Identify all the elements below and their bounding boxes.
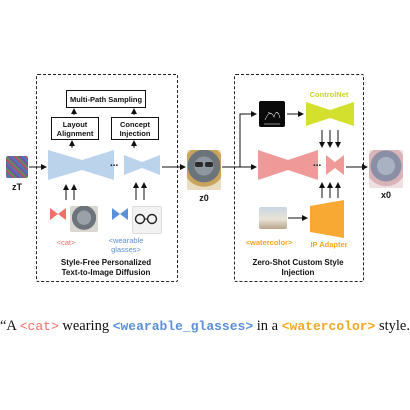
sunglasses-cat-image: [187, 150, 221, 190]
prompt-glasses-token: <wearable_glasses>: [112, 319, 254, 334]
unet-blue-small: [124, 155, 160, 175]
controlnet-label: ControlNet: [309, 90, 349, 99]
right-panel: [234, 74, 364, 282]
prompt-style-token: <watercolor>: [281, 319, 376, 334]
right-ellipsis: ...: [313, 158, 322, 169]
unet-red-small: [326, 155, 344, 175]
concept-injection-box: Concept Injection: [111, 117, 159, 140]
left-ellipsis: ...: [110, 158, 119, 169]
cat-token-label: <cat>: [56, 238, 76, 247]
sunglasses-icon: [195, 162, 213, 167]
z-0-label: z0: [199, 193, 209, 203]
glasses-icon: [134, 213, 158, 225]
layout-alignment-box: Layout Alignment: [51, 117, 99, 140]
watercolor-image: [259, 207, 287, 229]
unet-blue-main: [48, 150, 114, 180]
stylized-cat-image: [369, 150, 403, 188]
noise-image: [6, 156, 28, 178]
prompt-cat-token: <cat>: [19, 319, 59, 334]
glasses-token-icon: [112, 208, 128, 220]
edge-lines: [264, 111, 281, 125]
unet-red-main: [258, 150, 318, 180]
left-panel: [36, 74, 178, 282]
prompt-sentence: “A <cat> wearing <wearable_glasses> in a…: [0, 318, 410, 335]
watercolor-token-label: <watercolor>: [245, 238, 293, 247]
prompt-mid2: in a: [253, 318, 282, 334]
prompt-mid1: wearing: [58, 318, 113, 334]
controlnet-block: [306, 102, 354, 126]
ip-adapter-block: [310, 200, 344, 238]
right-panel-caption: Zero-Shot Custom Style Injection: [252, 258, 344, 277]
cat-photo: [70, 206, 98, 232]
cat-token-icon: [50, 208, 66, 220]
x-0-label: x0: [380, 190, 391, 200]
z-t-label: zT: [12, 182, 22, 192]
ip-adapter-label: IP Adapter: [310, 240, 348, 249]
prompt-close: style.”: [378, 318, 410, 334]
glasses-token-label: <wearable glasses>: [108, 236, 144, 254]
prompt-open: “A: [0, 318, 20, 334]
left-panel-caption: Style-Free Personalized Text-to-Image Di…: [60, 258, 152, 277]
multi-path-sampling-box: Multi-Path Sampling: [66, 90, 146, 108]
